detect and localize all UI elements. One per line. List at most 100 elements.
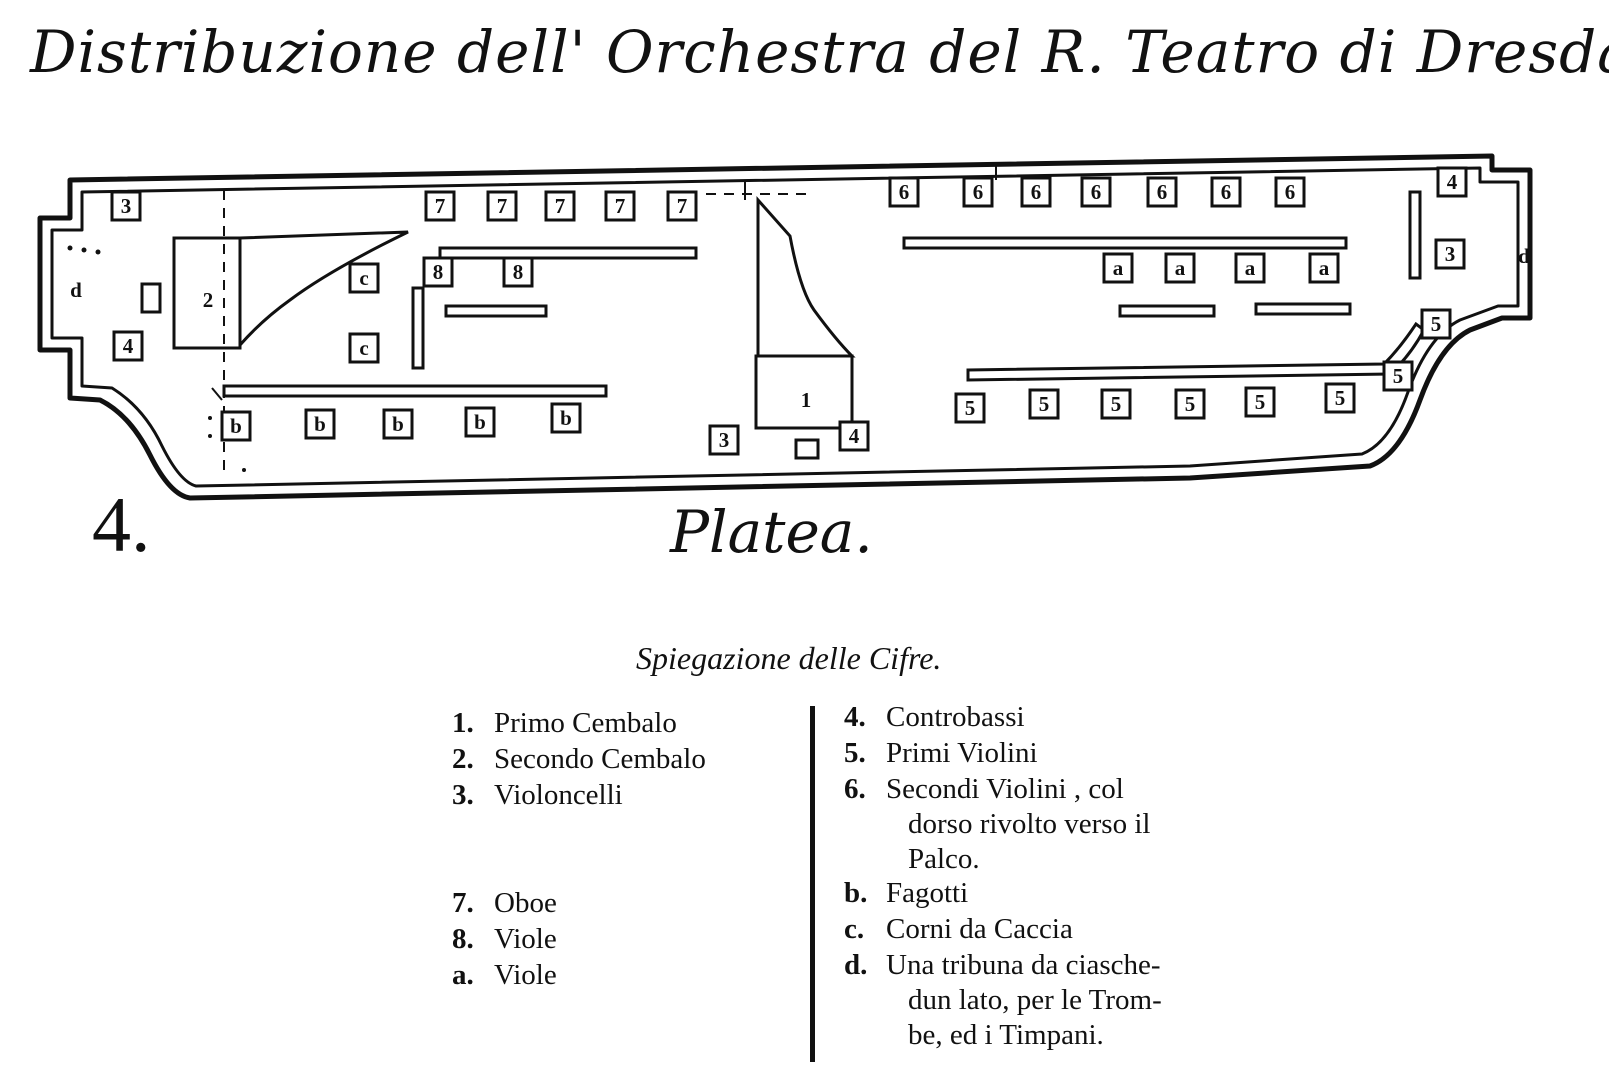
seat-secondo-violino: 6: [1146, 176, 1178, 208]
legend-text: Primo Cembalo: [494, 707, 677, 739]
svg-text:b: b: [314, 412, 326, 436]
desk-viole-a-1: [1118, 304, 1216, 318]
svg-text:5: 5: [1185, 392, 1196, 416]
svg-text:a: a: [1113, 256, 1124, 280]
legend-key: a.: [452, 959, 474, 991]
pit-outline-outer: [37, 153, 1533, 501]
seat-primo-violino: 5: [954, 392, 986, 424]
svg-text:6: 6: [1157, 180, 1168, 204]
desk-contrabbasso: [1408, 190, 1422, 280]
legend-text: Primi Violini: [886, 737, 1038, 769]
seat-contrabbasso: 4: [838, 420, 870, 452]
legend-key: 8.: [452, 923, 474, 955]
legend-text: Oboe: [494, 887, 557, 919]
svg-text:5: 5: [1255, 390, 1266, 414]
legend-text: Controbassi: [886, 701, 1025, 733]
seat-secondo-violino: 6: [888, 176, 920, 208]
seat-primo-violino: 5: [1028, 388, 1060, 420]
seat-violoncello: 3: [110, 190, 142, 222]
seat-viola-8: 8: [502, 256, 534, 288]
svg-text:a: a: [1319, 256, 1330, 280]
primo-cembalo-body: [754, 354, 854, 430]
legend-key: c.: [844, 913, 865, 945]
legend-text: Violoncelli: [494, 779, 623, 811]
empty-seat: [794, 438, 820, 460]
seat-corno: c: [348, 262, 380, 294]
seat-tribuna: d: [70, 278, 82, 302]
legend-key: 7.: [452, 887, 474, 919]
svg-text:d: d: [1518, 244, 1530, 268]
plate-number: 4.: [92, 481, 151, 568]
legend-item: d.Una tribuna da ciasche-: [844, 948, 1161, 983]
seat-secondo-violino: 6: [1210, 176, 1242, 208]
legend-text: Viole: [494, 923, 557, 955]
seat-primo-cembalo: 1: [801, 388, 812, 412]
seat-fagotto: b: [382, 408, 414, 440]
desk-fagotti: [222, 384, 608, 398]
svg-text:4: 4: [849, 424, 860, 448]
seat-oboe: 7: [604, 190, 636, 222]
seat-secondo-violino: 6: [1020, 176, 1052, 208]
seat-viola-8: 8: [422, 256, 454, 288]
svg-text:b: b: [560, 406, 572, 430]
legend-key: b.: [844, 877, 868, 909]
svg-text:8: 8: [433, 260, 444, 284]
seat-corno: c: [348, 332, 380, 364]
svg-text:4: 4: [1447, 170, 1458, 194]
seat-fagotto: b: [304, 408, 336, 440]
seat-oboe: 7: [424, 190, 456, 222]
svg-text:b: b: [392, 412, 404, 436]
seat-fagotto: b: [550, 402, 582, 434]
legend-text-continuation: Palco.: [908, 843, 980, 875]
svg-text:8: 8: [513, 260, 524, 284]
legend-item: 5. Primi Violini: [844, 736, 1038, 771]
seat-viola-a: a: [1102, 252, 1134, 284]
seat-secondo-violino: 6: [962, 176, 994, 208]
svg-text:2: 2: [203, 288, 214, 312]
desk-viole-a-2: [1254, 302, 1352, 316]
pit-outline-inner: [50, 166, 1520, 488]
legend-item: 7. Oboe: [452, 886, 557, 921]
svg-text:a: a: [1175, 256, 1186, 280]
legend-key: 4.: [844, 701, 866, 733]
legend-item: 4. Controbassi: [844, 700, 1025, 735]
svg-text:7: 7: [497, 194, 508, 218]
legend-item: a. Viole: [452, 958, 557, 993]
svg-text:5: 5: [1393, 364, 1404, 388]
seat-contrabbasso: 4: [112, 330, 144, 362]
seat-viola-a: a: [1164, 252, 1196, 284]
legend-key: 3.: [452, 779, 474, 811]
desk-primi-violini: [966, 321, 1426, 382]
legend-item: 1.Primo Cembalo: [452, 706, 677, 741]
legend-text-continuation: dun lato, per le Trom-: [908, 984, 1162, 1016]
svg-text:7: 7: [677, 194, 688, 218]
diagram-title: Distribuzione dell' Orchestra del R. Tea…: [30, 18, 1609, 86]
legend-item: 8. Viole: [452, 922, 557, 957]
svg-text:6: 6: [1091, 180, 1102, 204]
seat-secondo-violino: 6: [1080, 176, 1112, 208]
seat-violoncello: 3: [708, 424, 740, 456]
legend-item: c. Corni da Caccia: [844, 912, 1073, 947]
svg-text:c: c: [359, 266, 368, 290]
legend-key: 2.: [452, 743, 474, 775]
legend-text: Una tribuna da ciasche-: [886, 949, 1161, 981]
secondo-cembalo-body: [172, 236, 242, 350]
svg-text:5: 5: [965, 396, 976, 420]
empty-seat: [140, 282, 162, 314]
legend-key: 6.: [844, 773, 866, 805]
seat-secondo-cembalo: 2: [203, 288, 214, 312]
desk-oboi: [438, 246, 698, 260]
legend-text: Viole: [494, 959, 557, 991]
legend-text: Corni da Caccia: [886, 913, 1073, 945]
legend-item: 3. Violoncelli: [452, 778, 623, 813]
legend-item: 6.Secondi Violini , col: [844, 772, 1124, 807]
svg-text:6: 6: [1285, 180, 1296, 204]
legend-key: 5.: [844, 737, 866, 769]
svg-text:c: c: [359, 336, 368, 360]
seat-tribuna: d: [1518, 244, 1530, 268]
seat-fagotto: b: [464, 406, 496, 438]
svg-text:1: 1: [801, 388, 812, 412]
seat-primo-violino: 5: [1244, 386, 1276, 418]
